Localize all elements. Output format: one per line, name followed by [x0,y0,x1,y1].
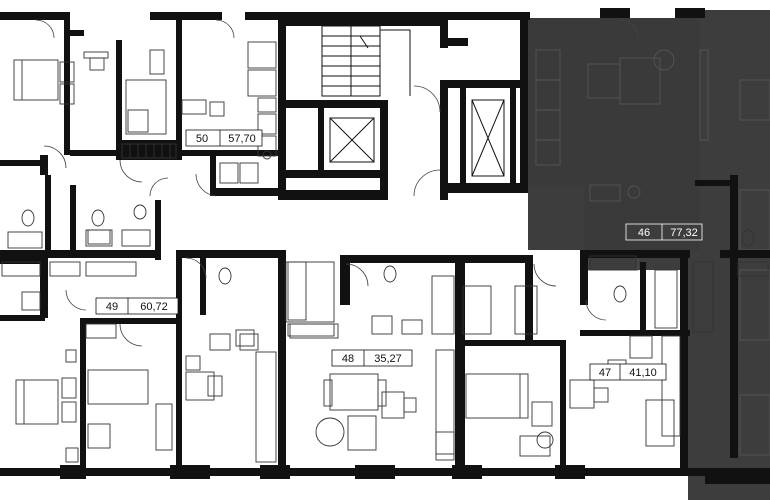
apartment-number: 46 [638,227,650,239]
bed-icon [465,373,529,419]
apartment-number: 50 [196,133,208,145]
apartment-label-46[interactable]: 46 77,32 [625,223,703,241]
apartment-area: 77,32 [670,227,698,239]
stair-icon [321,25,411,97]
elevator-icon [329,99,505,177]
apartment-area: 57,70 [228,133,256,145]
sofa-icon [323,373,387,411]
radiator-icon [121,143,177,159]
bathtub-icon [1,261,769,335]
furniture [1,41,769,463]
apartment-area: 60,72 [140,301,168,313]
apartment-label-47[interactable]: 47 41,10 [589,363,667,381]
doors [35,19,639,347]
bed-icon [13,59,75,105]
apartment-number: 47 [599,367,611,379]
walls [0,8,770,484]
apartment-label-50[interactable]: 50 57,70 [185,129,263,147]
dining-table-icon [381,391,417,419]
apartment-area: 35,27 [374,353,402,365]
apartment-number: 49 [106,301,118,313]
stove-icon [235,329,653,455]
apartment-label-49[interactable]: 49 60,72 [95,297,179,315]
toilet-icon [21,204,755,303]
apartment-area: 41,10 [629,367,657,379]
radiator-icon [49,255,714,339]
apartment-label-48[interactable]: 48 35,27 [331,349,413,367]
apartment-number: 48 [342,353,354,365]
bed-icon [15,377,77,425]
